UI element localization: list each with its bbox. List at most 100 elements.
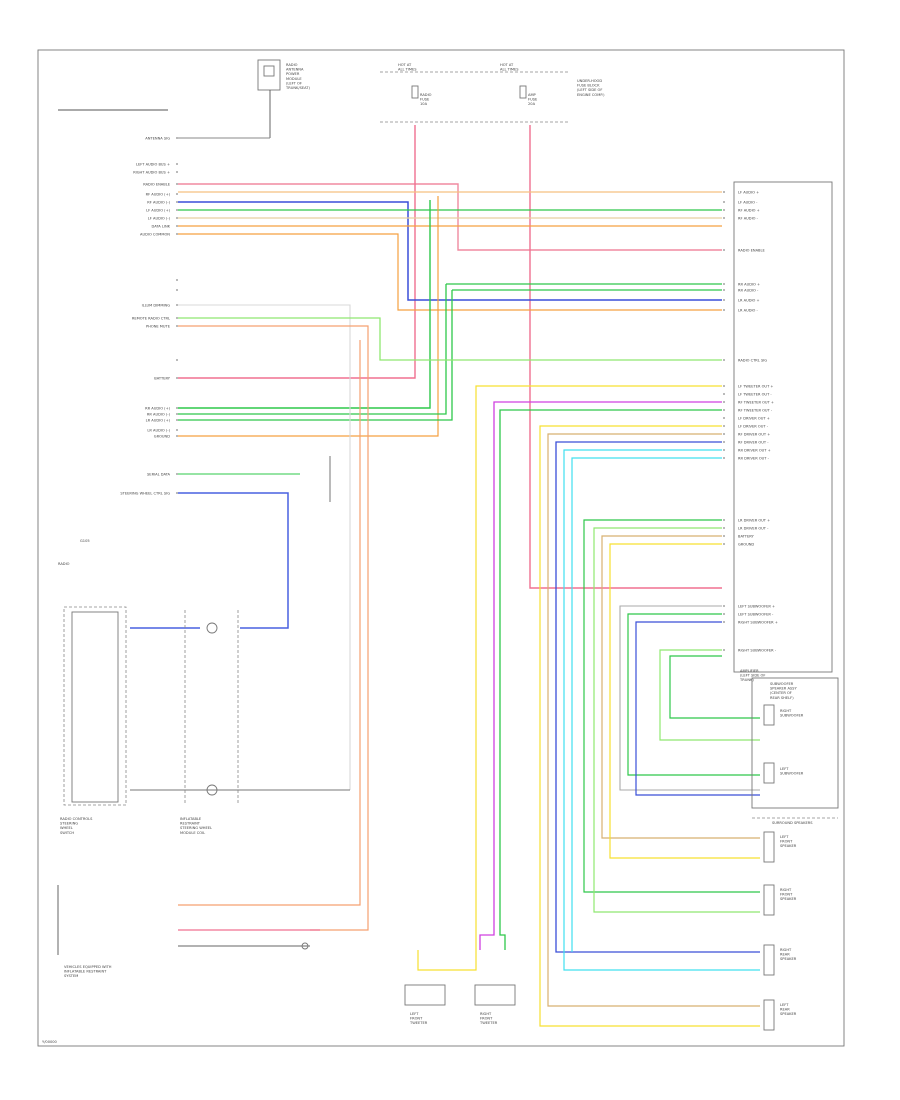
right-pin-dot-19	[723, 457, 725, 459]
amplifier-connector-pins: LF AUDIO + LF AUDIO - RF AUDIO + RF AUDIO -…	[723, 190, 778, 652]
right-pin-dot-0	[723, 191, 725, 193]
right-pin-label-5: RR AUDIO +	[738, 282, 760, 286]
right-pin-label-9: RADIO CTRL SIG	[738, 358, 767, 362]
right-pin-label-10: LF TWEETER OUT +	[738, 384, 773, 388]
right-pin-label-16: RF DRIVER OUT +	[738, 432, 770, 436]
left-pin-dot-23	[176, 492, 178, 494]
right-pin-dot-6	[723, 289, 725, 291]
left-pin-label-23: STEERING WHEEL CTRL SIG	[120, 491, 170, 495]
left-pin-dot-0	[176, 137, 178, 139]
left-pin-label-20: LR AUDIO (-)	[147, 428, 170, 432]
radio-label: RADIO	[58, 562, 70, 566]
left-pin-label-13: REMOTE RADIO CTRL	[132, 316, 170, 320]
left-pin-label-3: RADIO ENABLE	[143, 182, 170, 186]
right-pin-dot-20	[723, 519, 725, 521]
left-pin-label-21: GROUND	[154, 434, 170, 438]
right-pin-label-19: RR DRIVER OUT -	[738, 456, 770, 460]
right-pin-label-23: GROUND	[738, 542, 754, 546]
left-pin-label-2: RIGHT AUDIO BUS +	[133, 170, 170, 174]
left-pin-dot-20	[176, 429, 178, 431]
right-pin-label-6: RR AUDIO -	[738, 288, 759, 292]
right-pin-label-15: LF DRIVER OUT -	[738, 424, 769, 428]
left-pin-dot-1	[176, 163, 178, 165]
right-pin-dot-14	[723, 417, 725, 419]
left-pin-label-7: LF AUDIO (-)	[148, 216, 171, 220]
wires	[130, 125, 760, 1027]
right-pin-dot-7	[723, 299, 725, 301]
right-pin-label-13: RF TWEETER OUT -	[738, 408, 773, 412]
speaker-header: SURROUND SPEAKERS	[772, 821, 813, 825]
left-pin-dot-6	[176, 209, 178, 211]
left-pin-dot-17	[176, 407, 178, 409]
right-pin-dot-5	[723, 283, 725, 285]
left-pin-dot-7	[176, 217, 178, 219]
right-pin-dot-16	[723, 433, 725, 435]
right-pin-label-14: LF DRIVER OUT +	[738, 416, 770, 420]
right-pin-dot-9	[723, 359, 725, 361]
right-pin-label-7: LR AUDIO +	[738, 298, 760, 302]
left-pin-dot-10	[176, 279, 178, 281]
diagram-frame	[37, 49, 845, 1047]
right-pin-label-24: LEFT SUBWOOFER +	[738, 604, 775, 608]
left-pin-dot-14	[176, 325, 178, 327]
left-pin-label-4: RF AUDIO (+)	[146, 192, 171, 196]
left-pin-label-5: RF AUDIO (-)	[147, 200, 170, 204]
left-pin-label-6: LF AUDIO (+)	[146, 208, 171, 212]
left-pin-label-0: ANTENNA SIG	[145, 136, 170, 140]
right-pin-label-27: RIGHT SUBWOOFER -	[738, 648, 777, 652]
left-pin-dot-4	[176, 193, 178, 195]
right-pin-dot-25	[723, 613, 725, 615]
right-pin-dot-13	[723, 409, 725, 411]
left-pin-dot-3	[176, 183, 178, 185]
right-pin-label-0: LF AUDIO +	[738, 190, 759, 194]
left-pin-dot-9	[176, 233, 178, 235]
right-pin-label-2: RF AUDIO +	[738, 208, 760, 212]
right-pin-dot-3	[723, 217, 725, 219]
left-pin-dot-21	[176, 435, 178, 437]
right-pin-dot-4	[723, 249, 725, 251]
right-pin-label-20: LR DRIVER OUT +	[738, 518, 770, 522]
left-pin-label-12: ILLUM DIMMING	[142, 303, 171, 307]
right-pin-dot-22	[723, 535, 725, 537]
right-pin-dot-18	[723, 449, 725, 451]
left-pin-label-14: PHONE MUTE	[146, 324, 171, 328]
right-pin-label-18: RR DRIVER OUT +	[738, 448, 771, 452]
right-pin-dot-10	[723, 385, 725, 387]
right-pin-label-22: BATTERY	[738, 534, 755, 538]
right-pin-label-21: LR DRIVER OUT -	[738, 526, 769, 530]
left-pin-label-19: LR AUDIO (+)	[146, 418, 171, 422]
right-pin-dot-12	[723, 401, 725, 403]
right-pin-label-1: LF AUDIO -	[738, 200, 758, 204]
right-pin-dot-2	[723, 209, 725, 211]
right-pin-label-17: RF DRIVER OUT -	[738, 440, 769, 444]
left-pin-dot-12	[176, 304, 178, 306]
right-pin-label-8: LR AUDIO -	[738, 308, 759, 312]
right-pin-label-3: RF AUDIO -	[738, 216, 759, 220]
left-pin-label-22: SERIAL DATA	[147, 472, 171, 476]
left-pin-dot-19	[176, 419, 178, 421]
left-pin-dot-16	[176, 377, 178, 379]
